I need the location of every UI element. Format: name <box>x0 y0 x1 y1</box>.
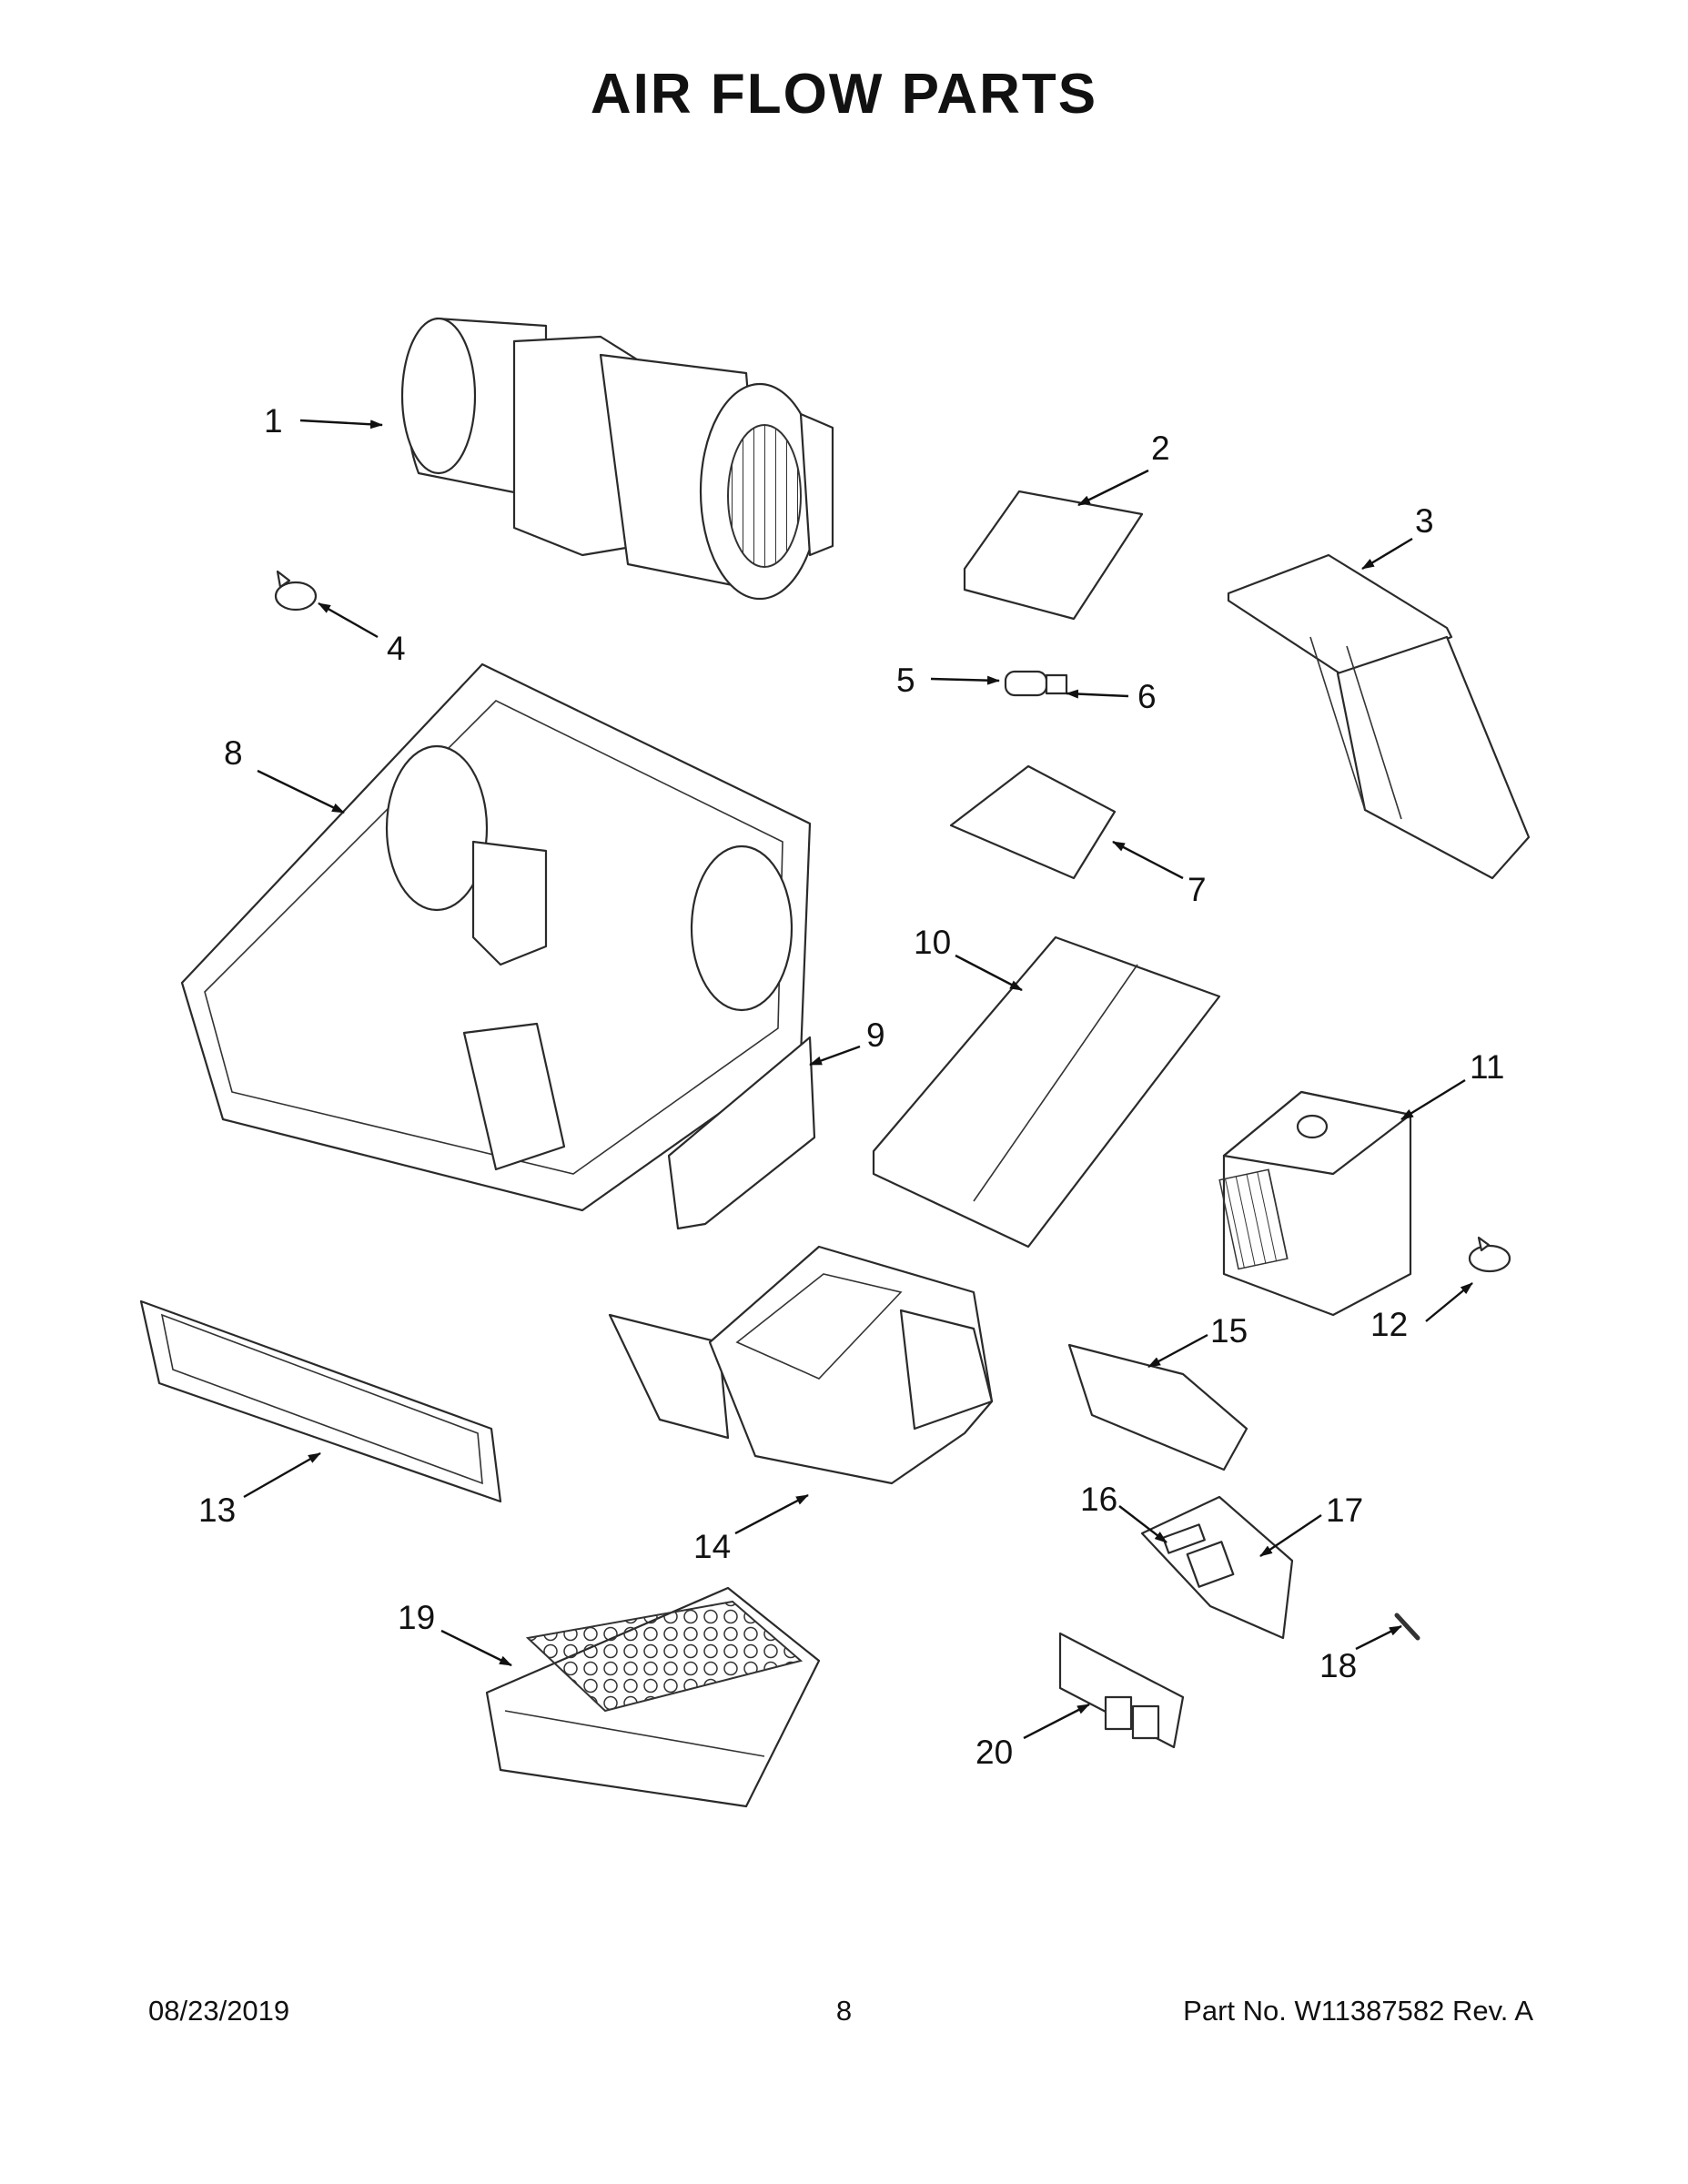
callout-19: 19 <box>398 1599 435 1636</box>
leader-2 <box>1077 469 1149 507</box>
leader-9 <box>809 1045 861 1067</box>
leader-20 <box>1023 1703 1090 1740</box>
part-15-control-board <box>1067 1343 1248 1471</box>
callout-17: 17 <box>1326 1491 1363 1529</box>
part-9-bracket <box>667 1036 816 1230</box>
part-7-sheet <box>949 764 1117 880</box>
callout-1: 1 <box>264 402 283 440</box>
footer-date: 08/23/2019 <box>148 1995 290 2027</box>
leader-10 <box>955 954 1023 992</box>
part-5-6-lamp-socket <box>1004 670 1068 697</box>
part-1-blower-motor <box>400 317 834 601</box>
callout-2: 2 <box>1151 430 1170 467</box>
leader-18 <box>1355 1624 1402 1651</box>
leader-3 <box>1361 537 1413 571</box>
leader-6 <box>1066 689 1129 699</box>
callout-13: 13 <box>198 1491 236 1529</box>
part-10-channel-cover <box>872 935 1221 1249</box>
page-title: AIR FLOW PARTS <box>590 63 1098 126</box>
part-13-filter-frame <box>139 1299 502 1503</box>
leader-15 <box>1147 1333 1208 1369</box>
part-19-mesh-filter <box>485 1586 821 1808</box>
part-4-thermostat <box>274 570 318 612</box>
callout-20: 20 <box>975 1734 1013 1771</box>
leader-arrows <box>243 419 1473 1740</box>
callout-12: 12 <box>1370 1306 1408 1343</box>
leader-17 <box>1259 1514 1322 1557</box>
leader-11 <box>1400 1078 1466 1121</box>
part-3-bracket <box>1227 553 1531 880</box>
part-11-magnetron <box>1218 1090 1412 1317</box>
part-12-thermostat <box>1468 1236 1511 1273</box>
callout-7: 7 <box>1188 871 1207 908</box>
leader-1 <box>299 419 383 430</box>
footer-part-number: Part No. W11387582 Rev. A <box>1183 1995 1533 2027</box>
part-20-relay-board <box>1058 1632 1185 1749</box>
part-2-cover-plate <box>963 490 1144 621</box>
callout-16: 16 <box>1080 1481 1117 1518</box>
footer-page-number: 8 <box>835 1995 853 2027</box>
leader-13 <box>243 1451 321 1499</box>
part-8-air-duct-housing <box>180 662 812 1212</box>
callout-14: 14 <box>693 1528 731 1565</box>
callout-5: 5 <box>896 662 915 699</box>
leader-12 <box>1425 1282 1473 1322</box>
part-16-17-circuit-board <box>1140 1495 1294 1640</box>
leader-8 <box>257 769 345 814</box>
callout-11: 11 <box>1470 1048 1504 1086</box>
leader-4 <box>318 602 379 639</box>
callout-3: 3 <box>1415 502 1434 540</box>
callout-6: 6 <box>1137 678 1157 715</box>
callout-10: 10 <box>914 924 951 961</box>
callout-15: 15 <box>1210 1312 1248 1350</box>
callout-labels: 1 2 3 4 5 6 7 8 9 10 11 12 13 14 15 16 1… <box>198 402 1504 1771</box>
leader-5 <box>930 675 1000 685</box>
leader-19 <box>440 1629 512 1667</box>
callout-4: 4 <box>387 630 406 667</box>
leader-7 <box>1112 840 1184 880</box>
leader-16 <box>1118 1505 1167 1543</box>
part-18-fuse <box>1394 1613 1420 1641</box>
callout-18: 18 <box>1319 1647 1357 1684</box>
callout-8: 8 <box>224 734 243 772</box>
part-14-duct <box>608 1245 994 1485</box>
leader-14 <box>734 1493 809 1535</box>
callout-9: 9 <box>866 1016 885 1054</box>
